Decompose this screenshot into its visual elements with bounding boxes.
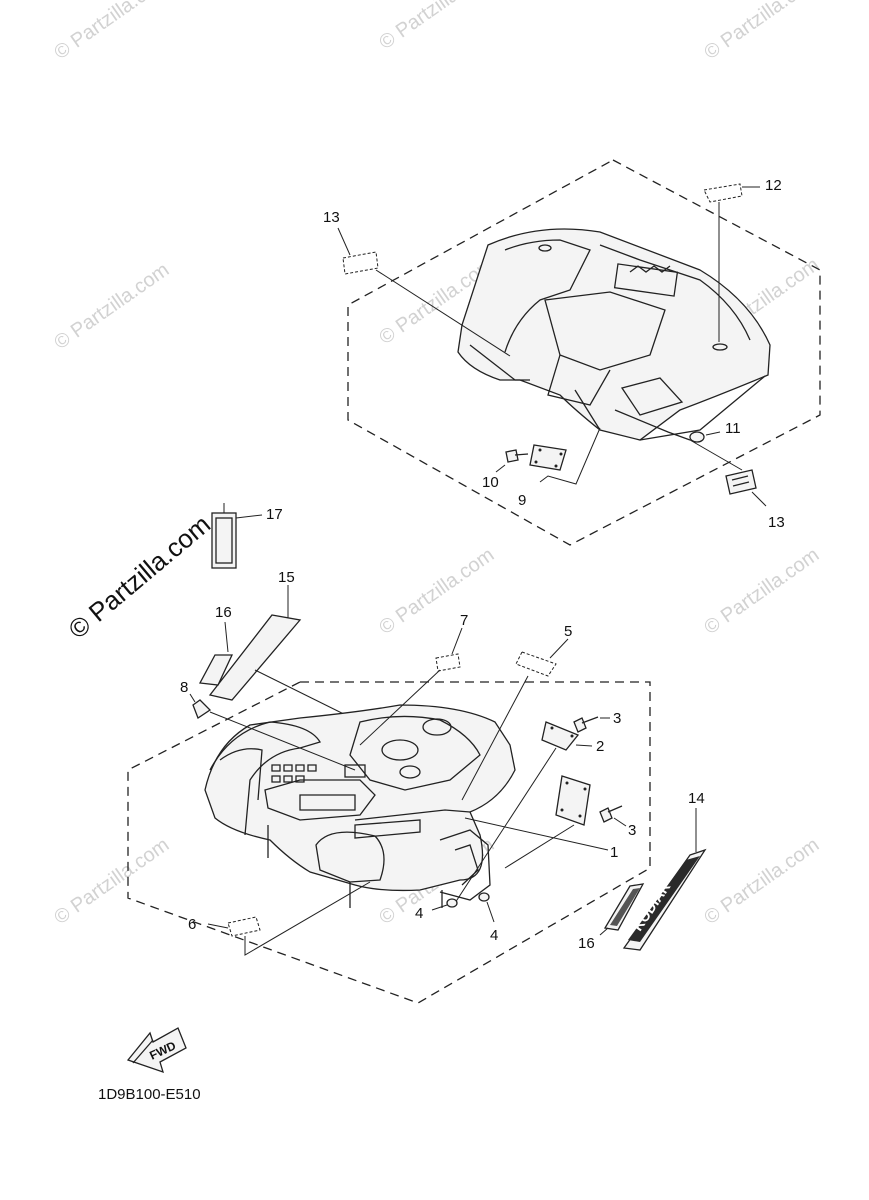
callout-16: 16 <box>215 604 232 621</box>
part-3-screw-bottom: 3 <box>599 805 636 839</box>
label-15: 15 <box>208 569 373 729</box>
diagram-code: 1D9B100-E510 <box>98 1086 201 1103</box>
rear-fender <box>457 228 771 441</box>
rear-fender-group: 13 12 11 9 10 <box>323 159 821 546</box>
callout-15: 15 <box>278 569 295 586</box>
callout-12: 12 <box>765 177 782 194</box>
callout-16: 16 <box>578 935 595 952</box>
fwd-arrow-icon: FWD <box>126 1027 187 1074</box>
part-4-grommet-left: 4 <box>415 898 458 922</box>
label-6: 6 <box>188 881 371 956</box>
callout-3: 3 <box>613 710 621 727</box>
callout-11: 11 <box>725 420 741 437</box>
front-fender-boundary <box>127 681 651 1004</box>
callout-14: 14 <box>688 790 705 807</box>
label-16-right: 16 <box>578 883 645 952</box>
part-9-plate: 9 <box>518 427 601 509</box>
callout-13: 13 <box>323 209 340 226</box>
callout-4: 4 <box>415 905 423 922</box>
callout-17: 17 <box>266 506 283 523</box>
label-14-kodiak: KODIAK 14 <box>622 790 707 951</box>
part-4-grommet-right: 4 <box>478 892 498 944</box>
callout-13: 13 <box>768 514 785 531</box>
front-fender-group: 8 7 5 2 3 <box>127 612 651 1004</box>
part-11-plug: 11 <box>689 420 741 443</box>
label-13-bottom: 13 <box>689 439 785 531</box>
callout-3: 3 <box>628 822 636 839</box>
watermark-large: © Partzilla.com <box>63 509 216 645</box>
label-16-left: 16 <box>198 604 234 686</box>
callout-8: 8 <box>180 679 188 696</box>
label-7: 7 <box>359 612 468 746</box>
label-12: 12 <box>703 177 782 342</box>
callout-4: 4 <box>490 927 498 944</box>
watermark: © Partzilla.com <box>700 834 823 929</box>
callout-1: 1 <box>610 844 618 861</box>
watermark: © Partzilla.com <box>700 544 823 639</box>
part-8: 8 <box>180 679 356 771</box>
watermark: © Partzilla.com <box>375 544 498 639</box>
callout-2: 2 <box>596 738 604 755</box>
callout-6: 6 <box>188 916 196 933</box>
watermark: © Partzilla.com <box>375 0 498 54</box>
callout-7: 7 <box>460 612 468 629</box>
callout-9: 9 <box>518 492 526 509</box>
front-fender <box>204 704 516 908</box>
watermark: © Partzilla.com <box>50 259 173 354</box>
watermark: © Partzilla.com <box>50 834 173 929</box>
callout-10: 10 <box>482 474 499 491</box>
callout-5: 5 <box>564 623 572 640</box>
part-10-bolt: 10 <box>482 449 529 491</box>
part-2-bracket: 2 <box>454 721 604 904</box>
watermark: © Partzilla.com <box>700 0 823 64</box>
label-5: 5 <box>461 623 572 801</box>
part-3-screw-top: 3 <box>573 710 621 733</box>
watermark: © Partzilla.com <box>50 0 173 64</box>
rear-fender-boundary <box>347 159 821 546</box>
label-17: 17 <box>211 503 283 569</box>
part-1-plate: 1 <box>464 775 618 869</box>
label-13-top: 13 <box>323 209 511 357</box>
